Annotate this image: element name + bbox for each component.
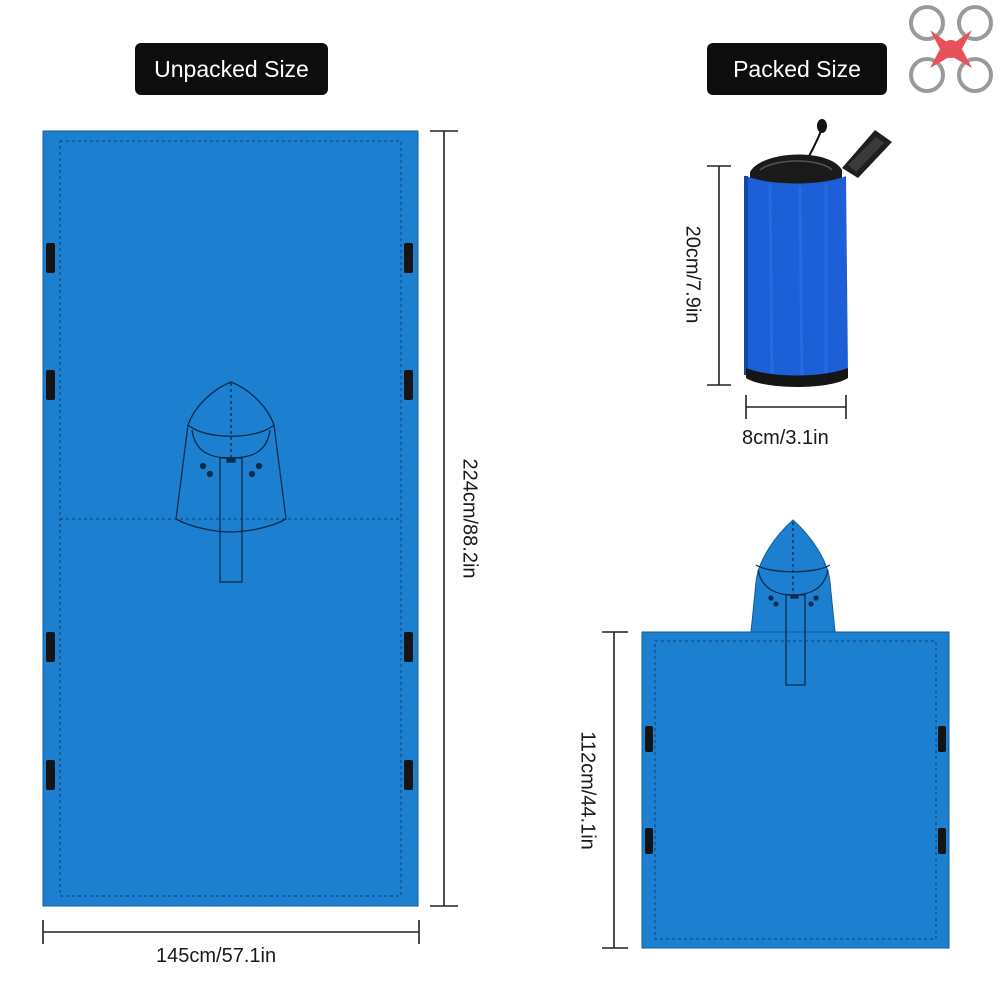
packed-width-text: 8cm/3.1in xyxy=(742,427,829,449)
unpacked-size-label: Unpacked Size xyxy=(135,43,328,95)
hood-outline xyxy=(175,381,287,583)
packed-dimension-lines xyxy=(707,165,847,419)
drone-logo-icon xyxy=(909,5,993,93)
unpacked-length-text: 224cm/88.2in xyxy=(458,458,481,579)
unpacked-width-text: 145cm/57.1in xyxy=(156,945,277,967)
packed-height-text: 20cm/7.9in xyxy=(681,225,704,324)
poncho-dimension-line xyxy=(602,631,628,949)
unpacked-size-text: Unpacked Size xyxy=(154,55,309,82)
poncho xyxy=(641,519,950,949)
unpacked-dimension-lines xyxy=(42,130,458,944)
packed-size-label: Packed Size xyxy=(707,43,887,95)
unpacked-sheet xyxy=(42,130,419,907)
packed-size-text: Packed Size xyxy=(733,55,861,82)
poncho-length-text: 112cm/44.1in xyxy=(576,731,599,850)
packed-bag xyxy=(744,119,892,387)
